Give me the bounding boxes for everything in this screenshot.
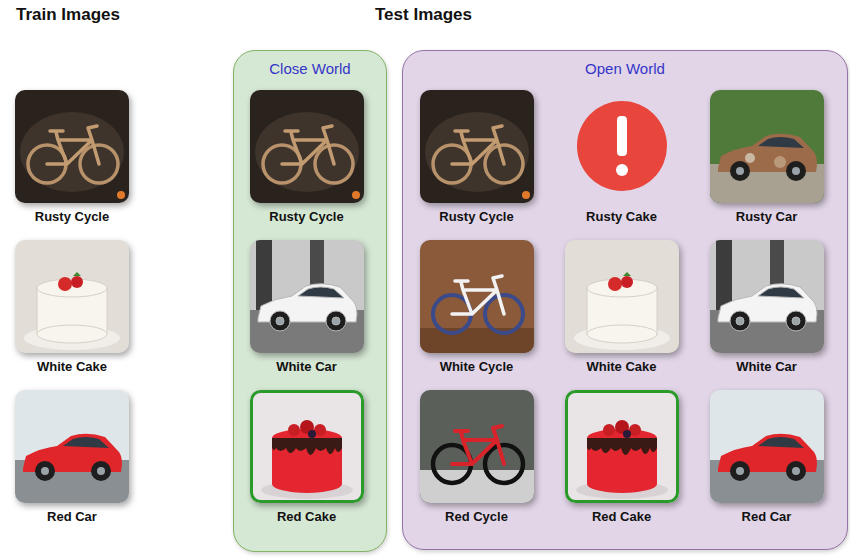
picture bbox=[420, 390, 534, 503]
picture bbox=[15, 90, 129, 203]
picture bbox=[710, 240, 824, 353]
image-caption: Rusty Cycle bbox=[269, 209, 343, 225]
tile-picture bbox=[710, 240, 824, 353]
tile-picture bbox=[710, 90, 824, 203]
tile-picture bbox=[15, 240, 129, 353]
tile-picture bbox=[250, 90, 364, 203]
tile-picture bbox=[15, 390, 129, 503]
picture bbox=[15, 240, 129, 353]
highlight-border bbox=[566, 391, 677, 501]
image-caption: Rusty Car bbox=[736, 209, 797, 225]
picture bbox=[420, 90, 534, 203]
picture bbox=[250, 90, 364, 203]
image-tile: Red Car bbox=[15, 390, 129, 527]
image-tile: Red Cake bbox=[565, 390, 679, 527]
highlight-border bbox=[251, 391, 362, 501]
tile-picture bbox=[565, 390, 679, 503]
panel-heading: Open World bbox=[403, 51, 847, 77]
tile-picture bbox=[565, 240, 679, 353]
image-caption: White Cake bbox=[586, 359, 656, 375]
picture bbox=[710, 90, 824, 203]
image-caption: White Cycle bbox=[440, 359, 514, 375]
image-caption: Rusty Cake bbox=[586, 209, 657, 225]
image-caption: Red Cake bbox=[277, 509, 336, 525]
picture bbox=[250, 240, 364, 353]
tile-picture bbox=[250, 390, 364, 503]
tile-picture bbox=[420, 90, 534, 203]
image-tile: Rusty Cycle bbox=[250, 90, 364, 227]
image-tile: White Cake bbox=[15, 240, 129, 377]
picture bbox=[577, 101, 667, 191]
picture bbox=[565, 390, 679, 503]
section-heading: Train Images bbox=[16, 5, 120, 25]
tile-picture bbox=[15, 90, 129, 203]
image-tile: White Cycle bbox=[420, 240, 534, 377]
image-tile: White Cake bbox=[565, 240, 679, 377]
image-caption: Red Car bbox=[742, 509, 792, 525]
image-caption: Rusty Cycle bbox=[35, 209, 109, 225]
image-caption: Red Cycle bbox=[445, 509, 508, 525]
image-caption: White Cake bbox=[37, 359, 107, 375]
image-caption: White Car bbox=[276, 359, 337, 375]
image-tile: Red Car bbox=[710, 390, 824, 527]
image-tile: Red Cycle bbox=[420, 390, 534, 527]
panel-heading: Close World bbox=[234, 51, 386, 77]
image-tile: White Car bbox=[710, 240, 824, 377]
image-tile: Red Cake bbox=[250, 390, 364, 527]
tile-picture bbox=[250, 240, 364, 353]
picture bbox=[565, 240, 679, 353]
image-tile: Rusty Cake bbox=[565, 90, 679, 227]
image-tile: Rusty Cycle bbox=[420, 90, 534, 227]
picture bbox=[250, 390, 364, 503]
picture bbox=[15, 390, 129, 503]
world-panel: Open WorldRusty Cycle Rusty Cake Rusty Car… bbox=[402, 50, 848, 550]
image-tile: Rusty Cycle bbox=[15, 90, 129, 227]
picture bbox=[710, 390, 824, 503]
tile-picture bbox=[420, 390, 534, 503]
world-panel: Close WorldRusty CycleWhite CarRed Cake bbox=[233, 50, 387, 552]
tile-picture bbox=[565, 90, 679, 203]
image-tile: White Car bbox=[250, 240, 364, 377]
image-caption: Red Cake bbox=[592, 509, 651, 525]
tile-picture bbox=[420, 240, 534, 353]
image-caption: Rusty Cycle bbox=[439, 209, 513, 225]
image-tile: Rusty Car bbox=[710, 90, 824, 227]
image-caption: White Car bbox=[736, 359, 797, 375]
tile-picture bbox=[710, 390, 824, 503]
section-heading: Test Images bbox=[375, 5, 472, 25]
image-caption: Red Car bbox=[47, 509, 97, 525]
picture bbox=[420, 240, 534, 353]
